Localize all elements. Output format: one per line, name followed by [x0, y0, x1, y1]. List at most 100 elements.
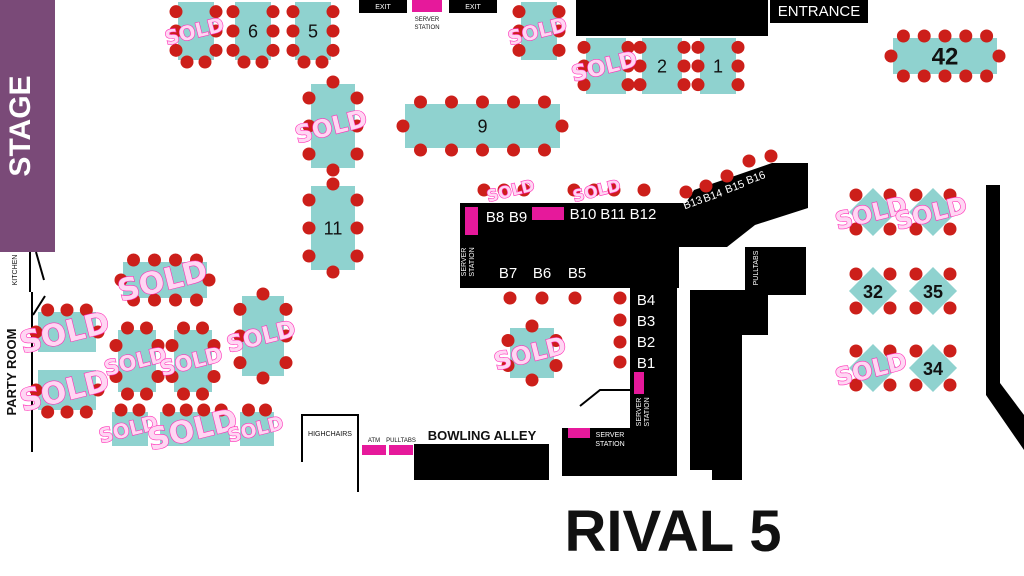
seat	[883, 344, 897, 358]
seat	[148, 293, 161, 307]
seat	[849, 222, 863, 236]
seat	[555, 119, 569, 133]
seat	[190, 293, 203, 307]
sold-stamp: SOLD	[571, 176, 623, 206]
seat	[226, 24, 240, 38]
seat	[497, 183, 511, 197]
table-sold-m	[160, 412, 230, 446]
exit-label-left: EXIT	[375, 4, 391, 11]
entrance-label: ENTRANCE	[778, 3, 861, 20]
bar-seat-b4: B4	[637, 292, 655, 309]
table-t11	[311, 186, 355, 270]
table-label-t35: 35	[923, 282, 943, 302]
table-sold-k	[510, 328, 554, 378]
seat	[896, 69, 910, 83]
table-t2	[642, 38, 682, 94]
table-sold-h	[118, 330, 156, 392]
seat	[237, 55, 251, 69]
seat	[79, 303, 93, 317]
table-sold-e	[123, 262, 207, 298]
seat	[909, 344, 923, 358]
seat	[992, 49, 1006, 63]
seat	[613, 291, 627, 305]
table-t32	[848, 266, 898, 316]
seat	[41, 405, 55, 419]
seat	[538, 143, 551, 157]
seats-layer	[29, 5, 1006, 419]
seat	[140, 321, 153, 335]
seat	[259, 403, 272, 417]
entrance-wall	[576, 0, 768, 36]
server-station-top-label: SERVER	[415, 17, 440, 23]
seat	[621, 78, 635, 92]
bar-seat-b12: B12	[630, 206, 657, 223]
table-sold-f	[38, 312, 96, 352]
server-station-top-label-2: STATION	[414, 25, 439, 31]
seat	[445, 143, 458, 157]
seat	[315, 55, 329, 69]
seat	[731, 40, 745, 54]
bar-railing	[579, 389, 630, 407]
table-label-t2: 2	[657, 56, 667, 76]
table-t9	[405, 104, 560, 148]
party-room-door	[32, 295, 46, 316]
seat	[233, 329, 247, 343]
seat	[943, 188, 957, 202]
table-sold-o	[848, 187, 898, 237]
seat	[517, 183, 531, 197]
seat	[165, 339, 179, 352]
seat	[396, 119, 410, 133]
seat	[148, 253, 161, 267]
seat	[256, 287, 270, 301]
server-station-top	[412, 0, 442, 12]
seat	[507, 143, 520, 157]
bar-seat-b10: B10	[570, 206, 597, 223]
seat	[302, 193, 316, 207]
bar-seat-b5: B5	[568, 265, 586, 282]
seat	[507, 95, 520, 109]
seat	[242, 403, 255, 417]
table-label-t5: 5	[308, 21, 318, 41]
seat	[677, 40, 691, 54]
seat	[266, 43, 280, 57]
seat	[884, 49, 898, 63]
table-sold-a	[178, 2, 214, 60]
seat	[943, 267, 957, 281]
seat	[233, 356, 247, 370]
bar-seat-b3: B3	[637, 313, 655, 330]
atm-accent	[362, 445, 386, 455]
seat	[512, 5, 526, 19]
seat	[29, 325, 43, 339]
seat	[190, 253, 203, 267]
seat	[302, 119, 316, 133]
seat	[151, 370, 165, 383]
seat	[677, 59, 691, 73]
seat	[202, 273, 216, 287]
bar-seat-b11: B11	[600, 206, 626, 223]
seat	[720, 169, 734, 183]
table-label-t32: 32	[863, 282, 883, 302]
seat	[477, 183, 491, 197]
seat	[326, 24, 340, 38]
seat	[286, 43, 300, 57]
table-label-t11: 11	[324, 218, 343, 238]
seat	[633, 40, 647, 54]
seat	[938, 69, 952, 83]
seat	[577, 40, 591, 54]
seat	[699, 179, 713, 193]
seat	[909, 267, 923, 281]
seat	[512, 43, 526, 57]
seat	[567, 183, 581, 197]
seat	[60, 405, 74, 419]
seat	[917, 69, 931, 83]
sold-stamp: SOLD	[485, 176, 537, 206]
seat	[849, 267, 863, 281]
seat	[552, 5, 566, 19]
bar-accent-b10	[532, 207, 564, 220]
seat	[350, 193, 364, 207]
seat	[179, 403, 193, 417]
bar-seat-b6: B6	[533, 265, 551, 282]
seat	[577, 78, 591, 92]
seat	[538, 95, 551, 109]
